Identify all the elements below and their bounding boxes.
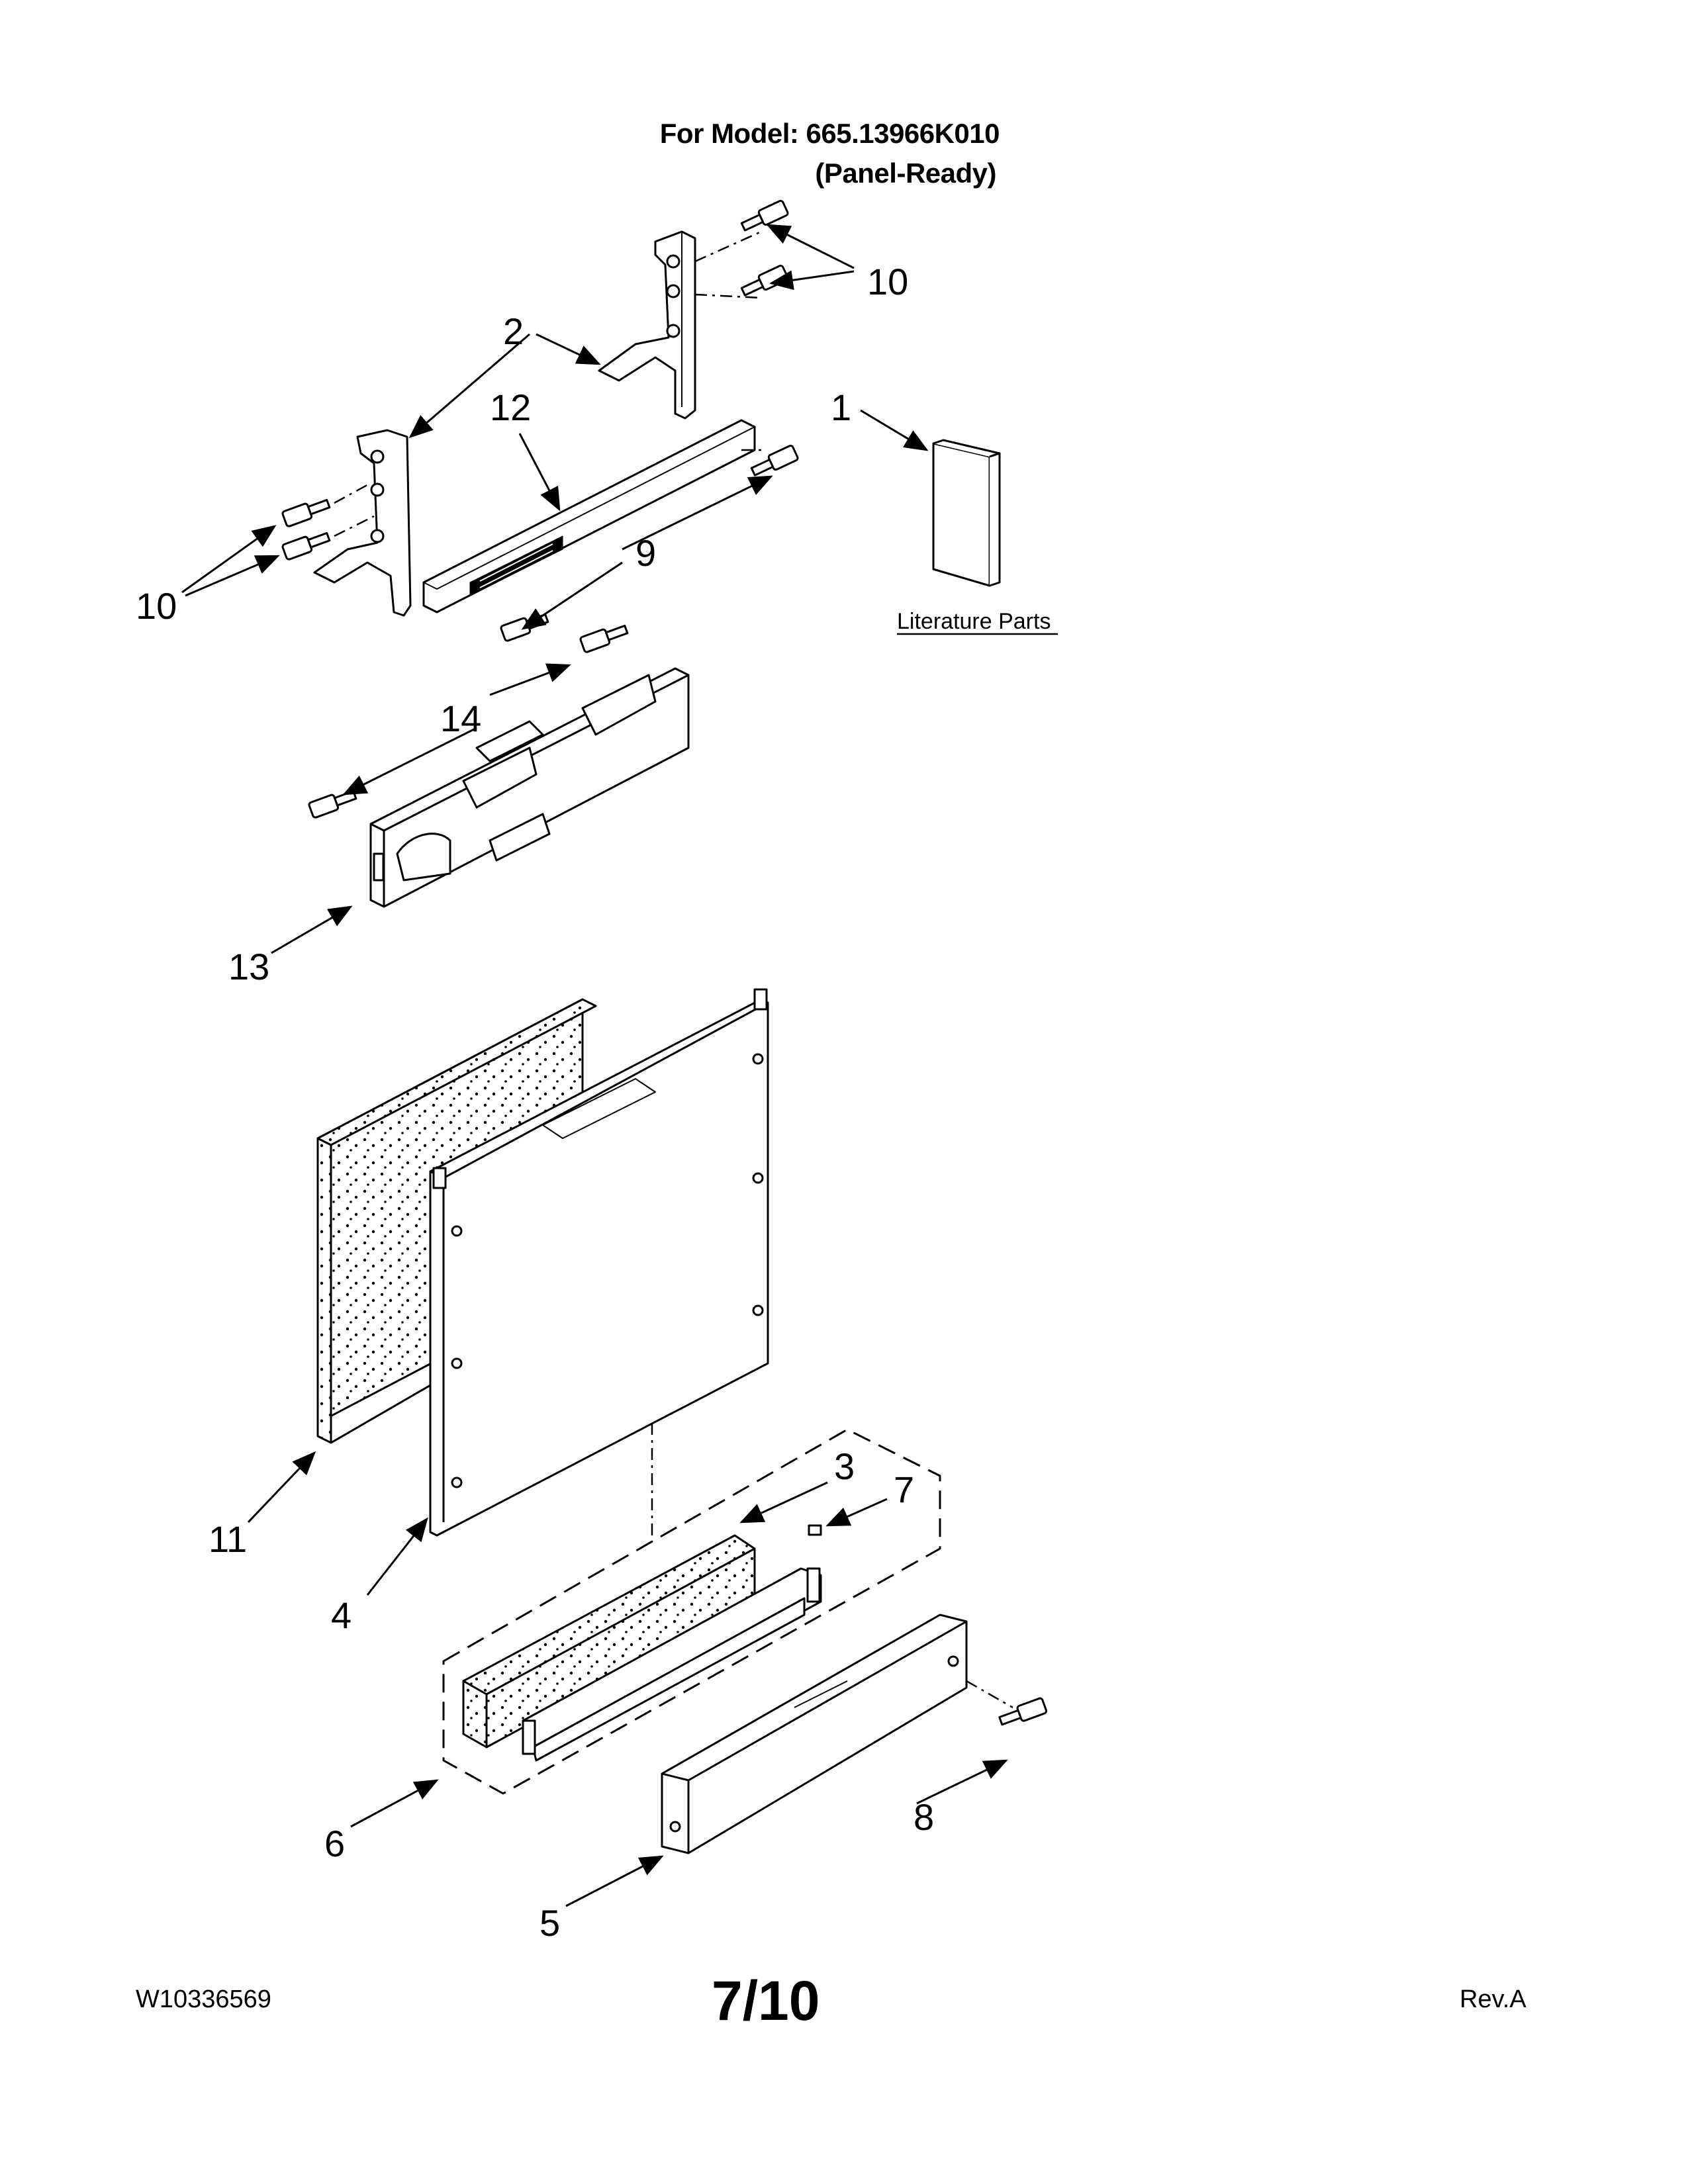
door-latch-assembly xyxy=(369,667,690,908)
callout-3: 3 xyxy=(834,1445,855,1487)
model-variant: (Panel-Ready) xyxy=(815,158,996,189)
literature-booklet xyxy=(932,439,1001,587)
callout-arrows xyxy=(181,224,1008,1907)
toe-panel-assembly-outline xyxy=(442,1428,941,1795)
callout-7: 7 xyxy=(894,1469,914,1510)
toe-panel-clip xyxy=(808,1524,822,1536)
callout-8: 8 xyxy=(914,1796,934,1838)
inner-door-panel xyxy=(429,988,769,1537)
callout-12: 12 xyxy=(490,387,531,428)
lower-access-panel xyxy=(661,1614,968,1854)
callout-10-upper: 10 xyxy=(867,261,908,302)
alignment-lines xyxy=(334,230,1013,1709)
toe-panel xyxy=(522,1567,822,1762)
callout-10-lower: 10 xyxy=(136,585,177,627)
right-mounting-bracket xyxy=(598,230,696,420)
left-mounting-bracket xyxy=(313,429,412,617)
callout-13: 13 xyxy=(228,946,269,987)
model-title: For Model: 665.13966K010 xyxy=(659,118,1000,149)
callout-11: 11 xyxy=(209,1518,247,1560)
top-rail xyxy=(422,419,756,614)
callout-14: 14 xyxy=(440,698,481,739)
revision: Rev.A xyxy=(1460,1985,1526,2013)
callout-2: 2 xyxy=(503,310,524,352)
callout-1: 1 xyxy=(831,387,851,428)
literature-parts-label: Literature Parts xyxy=(897,609,1051,634)
callout-9: 9 xyxy=(635,532,656,574)
callout-4: 4 xyxy=(331,1594,352,1636)
page-number: 7/10 xyxy=(712,1970,820,2032)
callout-6: 6 xyxy=(324,1823,345,1864)
callout-labels: 10 2 12 1 9 10 14 13 11 4 3 7 8 6 5 xyxy=(136,261,934,1944)
screws xyxy=(281,200,1048,1726)
callout-5: 5 xyxy=(539,1902,560,1944)
document-number: W10336569 xyxy=(136,1985,271,2013)
